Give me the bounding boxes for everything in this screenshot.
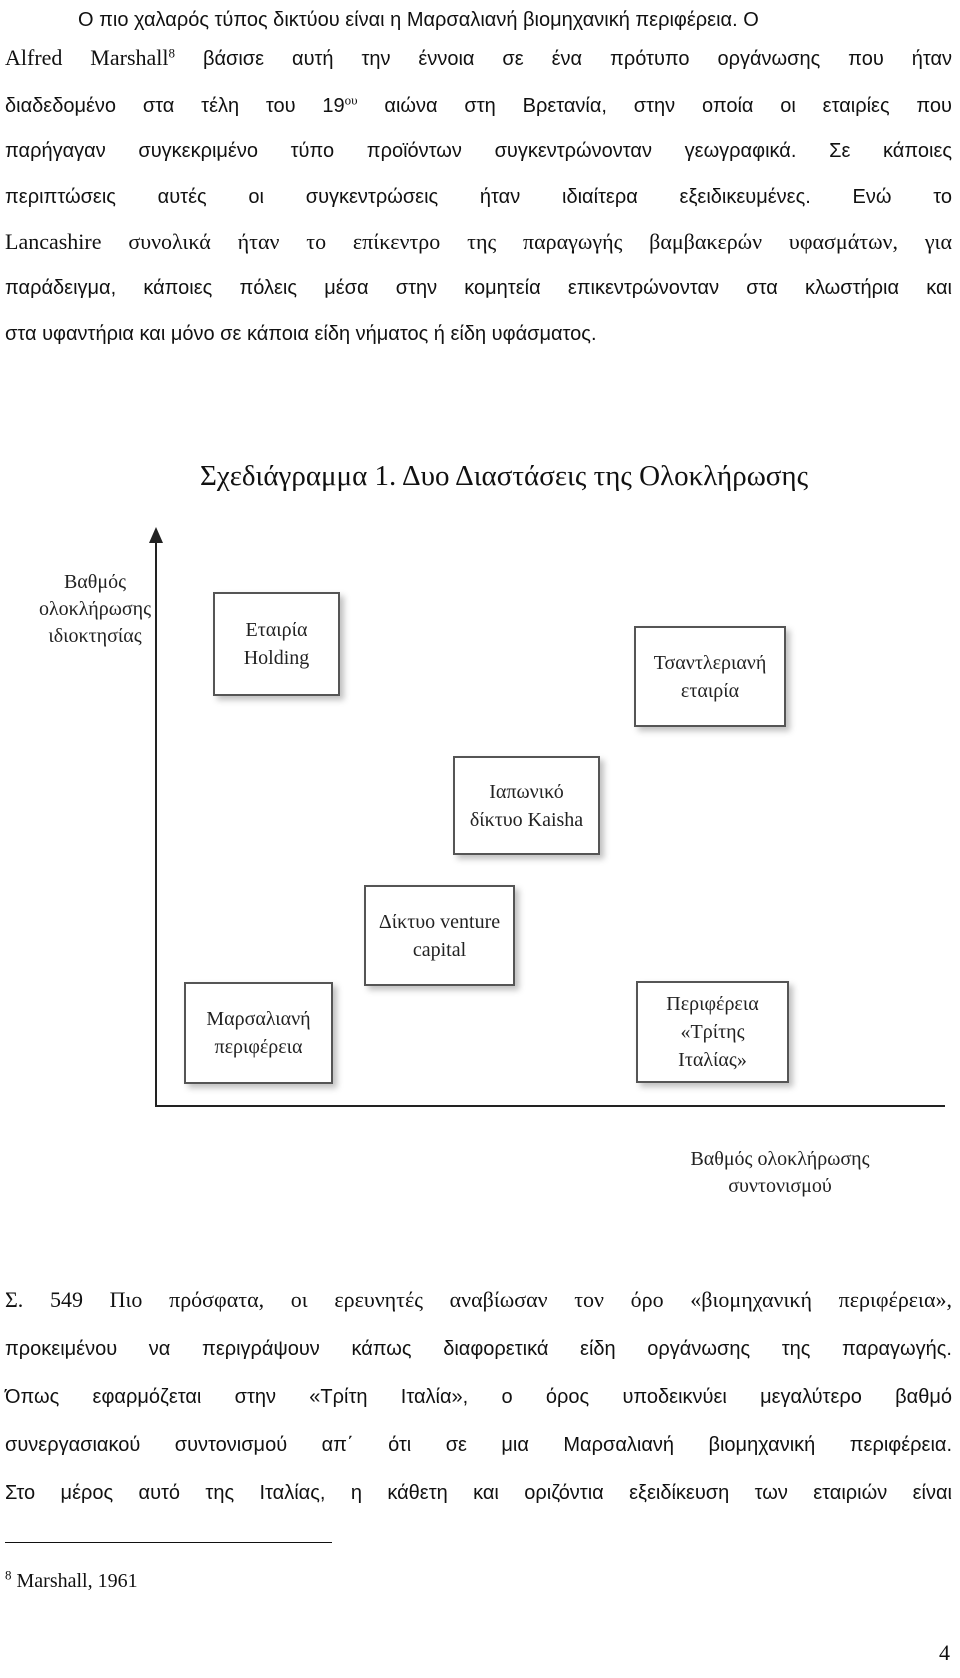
y-axis-label-line-2: ολοκλήρωσης [38, 598, 152, 620]
third-italy-line-3: Ιταλίας» [678, 1049, 747, 1071]
paragraph-1-line-3-end: αιώνα στη Βρετανία, στην οποία οι εταιρί… [357, 95, 952, 117]
footnote: 8 Marshall, 1961 [5, 1567, 138, 1595]
x-axis-label: Βαθμός ολοκλήρωσης συντονισμού [660, 1146, 900, 1200]
marshallian-line-2: περιφέρεια [214, 1036, 303, 1058]
y-axis-line [155, 540, 157, 1107]
y-axis-label-line-1: Βαθμός [63, 571, 127, 593]
kaisha-network-box: Ιαπωνικό δίκτυο Kaisha [453, 756, 600, 855]
paragraph-1-line-4: παρήγαγαν συγκεκριμένο τύπο προϊόντων συ… [5, 140, 952, 162]
paragraph-1-line-1: Ο πιο χαλαρός τύπος δικτύου είναι η Μαρσ… [78, 9, 759, 31]
marshallian-district-box: Μαρσαλιανή περιφέρεια [184, 982, 333, 1084]
venture-line-2: capital [412, 938, 467, 961]
x-axis-line [155, 1105, 945, 1107]
third-italy-line-1: Περιφέρεια [666, 993, 759, 1015]
x-axis-label-line-1: Βαθμός ολοκλήρωσης [690, 1148, 870, 1170]
paragraph-1-line-8: στα υφαντήρια και μόνο σε κάποια είδη νή… [5, 323, 597, 345]
venture-capital-box: Δίκτυο venture capital [364, 885, 515, 986]
footnote-ref: 8 [168, 45, 176, 61]
paragraph-1-line-3: διαδεδομένο στα τέλη του 19ου αιώνα στη … [5, 92, 952, 120]
paragraph-1-line-6: Lancashire συνολικά ήταν το επίκεντρο τη… [5, 229, 952, 254]
paragraph-1-line-3-start: διαδεδομένο στα τέλη του 19 [5, 95, 345, 117]
third-italy-line-2: «Τρίτης [680, 1021, 745, 1043]
marshallian-line-1: Μαρσαλιανή [206, 1008, 311, 1030]
y-axis-arrowhead [149, 527, 163, 543]
author-name: Alfred Marshall [5, 45, 169, 70]
footnote-number: 8 [5, 1567, 12, 1583]
chandlerian-firm-box: Τσαντλεριανή εταιρία [634, 626, 786, 727]
paragraph-1-line-5: περιπτώσεις αυτές οι συγκεντρώσεις ήταν … [5, 186, 952, 208]
diagram-title: Σχεδιάγραμμα 1. Δυο Διαστάσεις της Ολοκλ… [0, 458, 960, 494]
paragraph-1-line-2-text: βάσισε αυτή την έννοια σε ένα πρότυπο ορ… [175, 48, 953, 70]
kaisha-line-1: Ιαπωνικό [489, 780, 564, 803]
paragraph-2-line-3: Όπως εφαρμόζεται στην «Τρίτη Ιταλία», ο … [5, 1386, 952, 1408]
footnote-text: Marshall, 1961 [11, 1570, 138, 1592]
page-number: 4 [939, 1640, 950, 1665]
holding-line-2: Holding [243, 647, 310, 669]
venture-line-1: Δίκτυο venture [378, 910, 501, 933]
chandler-line-2: εταιρία [680, 679, 740, 702]
paragraph-1-line-7: παράδειγμα, κάποιες πόλεις μέσα στην κομ… [5, 277, 952, 299]
footnote-separator [5, 1542, 332, 1543]
y-axis-label-line-3: ιδιοκτησίας [48, 625, 142, 647]
century-superscript: ου [344, 92, 358, 108]
paragraph-2-line-1: Σ. 549 Πιο πρόσφατα, οι ερευνητές αναβίω… [5, 1287, 952, 1312]
paragraph-1-line-2: Alfred Marshall8 βάσισε αυτή την έννοια … [5, 44, 952, 73]
x-axis-label-line-2: συντονισμού [728, 1175, 832, 1197]
holding-company-box: Εταιρία Holding [213, 592, 340, 696]
paragraph-2-line-4: συνεργασιακού συντονισμού απ΄ ότι σε μια… [5, 1434, 952, 1456]
paragraph-2-line-2: προκειμένου να περιγράψουν κάπως διαφορε… [5, 1338, 952, 1360]
y-axis-label: Βαθμός ολοκλήρωσης ιδιοκτησίας [20, 569, 170, 650]
paragraph-2-line-5: Στο μέρος αυτό της Ιταλίας, η κάθετη και… [5, 1482, 952, 1504]
kaisha-line-2: δίκτυο Kaisha [469, 808, 584, 831]
chandler-line-1: Τσαντλεριανή [653, 651, 767, 674]
holding-line-1: Εταιρία [245, 619, 308, 641]
diagram-title-text: Σχεδιάγραμμα 1. Δυο Διαστάσεις της Ολοκλ… [199, 460, 809, 492]
third-italy-district-box: Περιφέρεια «Τρίτης Ιταλίας» [636, 981, 789, 1083]
